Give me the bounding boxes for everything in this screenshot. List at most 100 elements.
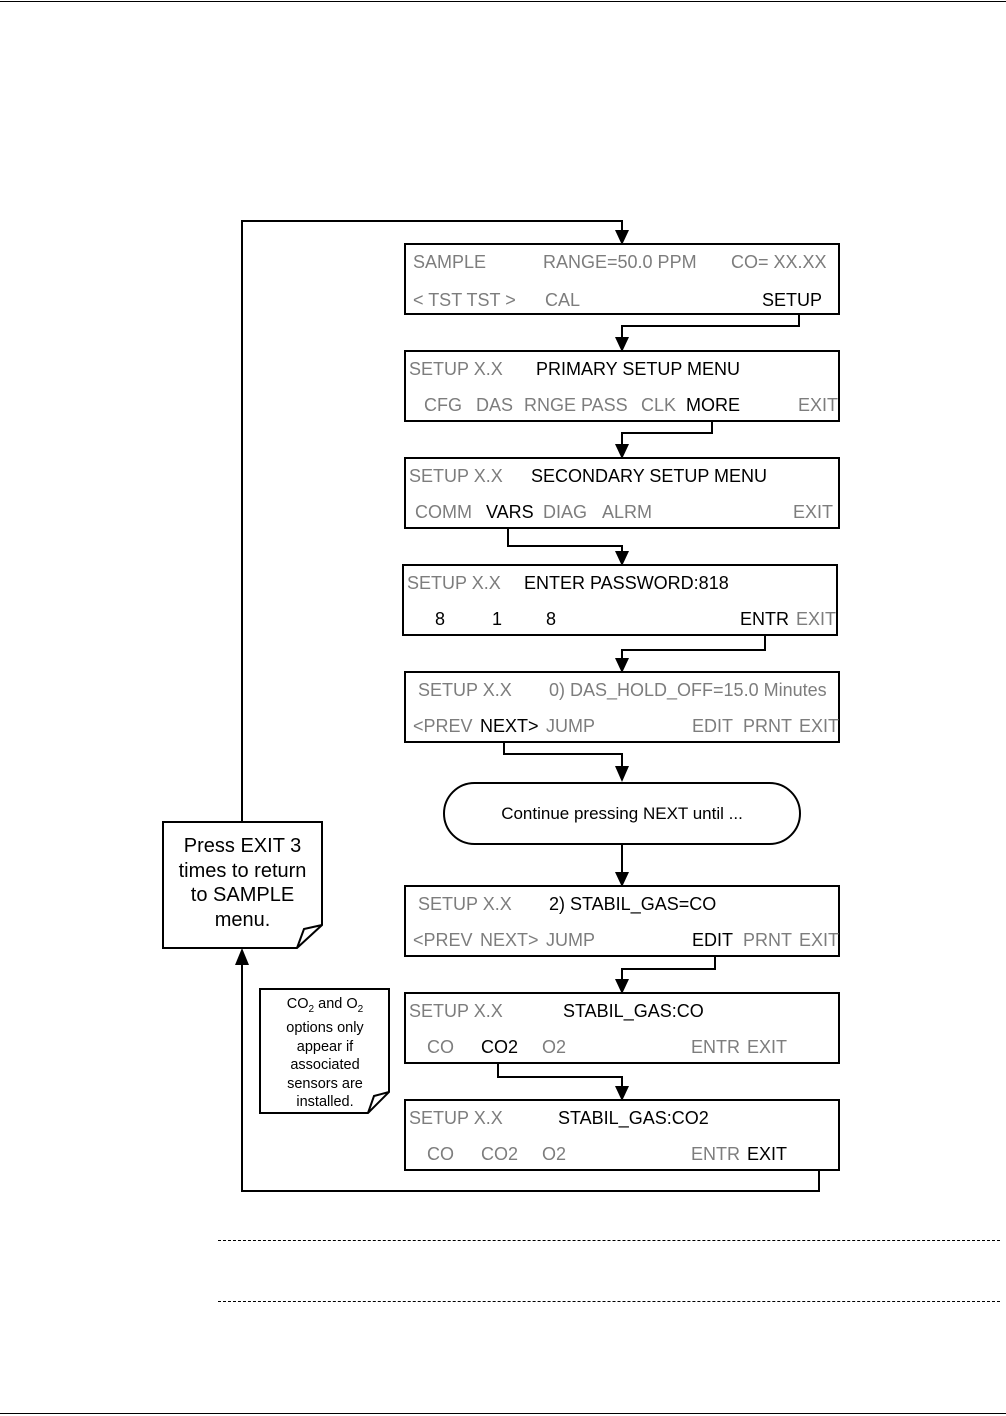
- diag-button[interactable]: DIAG: [543, 502, 588, 522]
- setup-button[interactable]: SETUP: [762, 290, 823, 310]
- exit-note-line: Press EXIT 3: [183, 835, 302, 857]
- arrowhead: [615, 872, 629, 887]
- digit-button-3[interactable]: 8: [546, 609, 557, 629]
- alrm-button[interactable]: ALRM: [602, 502, 653, 522]
- sensor-note-line: associated: [290, 1057, 360, 1074]
- next-button[interactable]: NEXT>: [480, 716, 539, 736]
- arrowhead: [615, 444, 629, 459]
- exit-button[interactable]: EXIT: [793, 502, 834, 522]
- rnge-button[interactable]: RNGE: [524, 395, 577, 415]
- top-rule: [0, 1, 1006, 2]
- connector-next: [503, 734, 623, 772]
- setup-version-label: SETUP X.X: [409, 359, 503, 379]
- exit-button[interactable]: EXIT: [798, 395, 839, 415]
- mode-label: SAMPLE: [413, 252, 487, 272]
- password-screen: SETUP X.X ENTER PASSWORD:818 8 1 8 ENTR …: [402, 564, 838, 636]
- sensor-note-line: CO2 and O2: [286, 996, 364, 1015]
- setup-version-label: SETUP X.X: [418, 894, 512, 914]
- co-button[interactable]: CO: [427, 1144, 454, 1164]
- connector-entr: [621, 635, 766, 662]
- exit-button[interactable]: EXIT: [747, 1144, 788, 1164]
- arrowhead: [615, 551, 629, 566]
- arrowhead: [615, 337, 629, 352]
- stabil-gas-value-screen: SETUP X.X 2) STABIL_GAS=CO <PREV NEXT> J…: [404, 885, 840, 957]
- pass-button[interactable]: PASS: [581, 395, 628, 415]
- edit-button[interactable]: EDIT: [692, 716, 734, 736]
- prnt-button[interactable]: PRNT: [743, 930, 792, 950]
- continue-pre: Continue pressing: [501, 804, 643, 823]
- connector-vars: [507, 520, 623, 555]
- jump-button[interactable]: JUMP: [546, 930, 595, 950]
- exit-button[interactable]: EXIT: [747, 1037, 788, 1057]
- exit-button[interactable]: EXIT: [799, 930, 840, 950]
- jump-button[interactable]: JUMP: [546, 716, 595, 736]
- clk-button[interactable]: CLK: [641, 395, 677, 415]
- prev-button[interactable]: <PREV: [413, 716, 473, 736]
- sensor-note-line: sensors are: [287, 1075, 363, 1092]
- setup-version-label: SETUP X.X: [407, 573, 501, 593]
- dashed-separator: [218, 1240, 1000, 1241]
- entr-button[interactable]: ENTR: [691, 1144, 740, 1164]
- edit-button[interactable]: EDIT: [692, 930, 734, 950]
- sample-screen: SAMPLE RANGE=50.0 PPM CO= XX.XX < TST TS…: [404, 243, 840, 315]
- exit-button[interactable]: EXIT: [796, 609, 837, 629]
- setup-version-label: SETUP X.X: [418, 680, 512, 700]
- connector-setup: [621, 314, 800, 341]
- exit-note-line: times to return: [178, 859, 307, 882]
- prev-button[interactable]: <PREV: [413, 930, 473, 950]
- digit-button-2[interactable]: 1: [492, 609, 503, 629]
- entr-button[interactable]: ENTR: [691, 1037, 740, 1057]
- setup-version-label: SETUP X.X: [409, 1108, 503, 1128]
- co2-button[interactable]: CO2: [481, 1037, 519, 1057]
- edit-title: STABIL_GAS:CO2: [558, 1108, 709, 1128]
- o2-button[interactable]: O2: [542, 1037, 567, 1057]
- variable-value: 0) DAS_HOLD_OFF=15.0 Minutes: [549, 680, 827, 700]
- arrowhead: [615, 658, 629, 673]
- tst-buttons[interactable]: < TST TST >: [413, 290, 516, 310]
- loop-bottom-line: [241, 965, 820, 1192]
- das-hold-off-screen: SETUP X.X 0) DAS_HOLD_OFF=15.0 Minutes <…: [404, 671, 840, 743]
- o2-button[interactable]: O2: [542, 1144, 567, 1164]
- concentration-label: CO= XX.XX: [731, 252, 827, 272]
- stabil-gas-edit-screen: SETUP X.X STABIL_GAS:CO CO CO2 O2 ENTR E…: [404, 992, 840, 1064]
- sensor-note-line: options only: [286, 1020, 364, 1037]
- cal-button[interactable]: CAL: [545, 290, 581, 310]
- primary-setup-screen: SETUP X.X PRIMARY SETUP MENU CFG DAS RNG…: [404, 350, 840, 422]
- edit-title: STABIL_GAS:CO: [563, 1001, 704, 1021]
- cfg-button[interactable]: CFG: [424, 395, 462, 415]
- continue-key: NEXT: [642, 804, 688, 823]
- continue-post: until ...: [688, 804, 743, 823]
- sensor-note-fold: [367, 1091, 390, 1114]
- sensor-note: CO2 and O2 options only appear if associ…: [262, 995, 388, 1112]
- vars-button[interactable]: VARS: [486, 502, 534, 522]
- stabil-gas-co2-screen: SETUP X.X STABIL_GAS:CO2 CO CO2 O2 ENTR …: [404, 1099, 840, 1171]
- exit-note-fold: [296, 924, 323, 949]
- secondary-setup-screen: SETUP X.X SECONDARY SETUP MENU COMM VARS…: [404, 457, 840, 529]
- arrowhead: [615, 230, 629, 245]
- loop-top-line: [241, 220, 623, 822]
- sensor-note-line: installed.: [296, 1094, 354, 1111]
- arrowhead: [615, 1086, 629, 1101]
- arrowhead: [235, 948, 249, 965]
- prnt-button[interactable]: PRNT: [743, 716, 792, 736]
- sample-key-label: SAMPLE: [213, 884, 295, 906]
- digit-button-1[interactable]: 8: [435, 609, 446, 629]
- das-button[interactable]: DAS: [476, 395, 514, 415]
- comm-button[interactable]: COMM: [415, 502, 472, 522]
- setup-version-label: SETUP X.X: [409, 466, 503, 486]
- dashed-separator: [218, 1301, 1000, 1302]
- bottom-rule: [0, 1413, 1006, 1414]
- exit-note-line: to SAMPLE: [190, 884, 295, 906]
- exit-button[interactable]: EXIT: [799, 716, 840, 736]
- entr-button[interactable]: ENTR: [740, 609, 789, 629]
- co2-button[interactable]: CO2: [481, 1144, 519, 1164]
- continue-oval: Continue pressing NEXT until ...: [443, 782, 801, 845]
- next-button[interactable]: NEXT>: [480, 930, 539, 950]
- sensor-note-shape: [259, 988, 390, 1114]
- sensor-note-line: appear if: [296, 1038, 354, 1055]
- exit-note-line: menu.: [214, 908, 271, 931]
- more-button[interactable]: MORE: [686, 395, 740, 415]
- co-button[interactable]: CO: [427, 1037, 454, 1057]
- variable-value: 2) STABIL_GAS=CO: [549, 894, 717, 914]
- arrowhead: [615, 766, 629, 782]
